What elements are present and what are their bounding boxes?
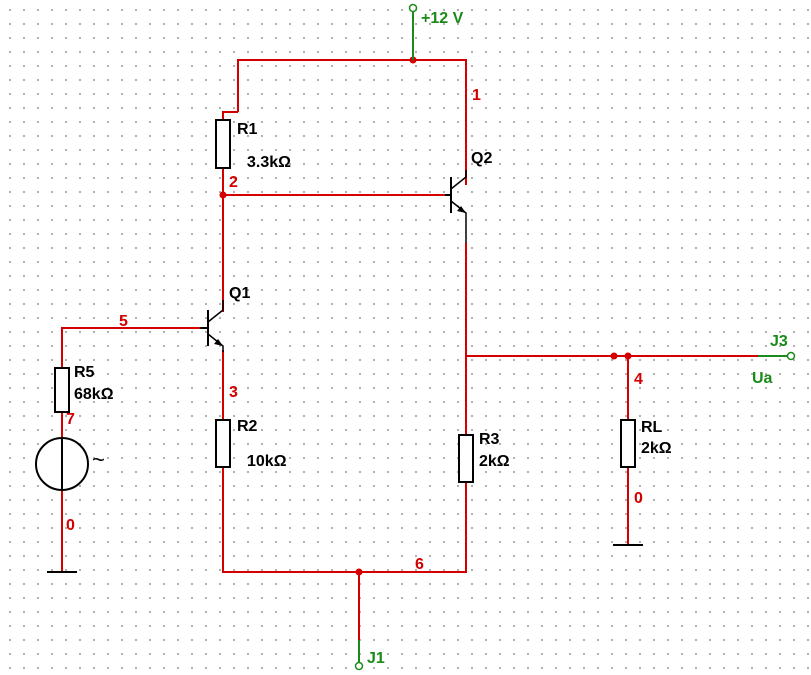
- resistor-r5-body: [54, 367, 70, 413]
- r3-value: 2kΩ: [479, 453, 510, 470]
- r1-value: 3.3kΩ: [247, 154, 291, 171]
- q2-emitter-arrow-icon: [457, 206, 466, 213]
- node-label-0-source: 0: [66, 517, 75, 534]
- supply-label: +12 V: [421, 10, 464, 27]
- wire-supply-rail: [237, 59, 467, 185]
- node-label-6: 6: [415, 556, 424, 573]
- wire-r1-top: [222, 111, 238, 120]
- q1-emitter-arrow-icon: [214, 339, 223, 346]
- j3-label: J3: [770, 333, 788, 350]
- q2-emitter: [450, 200, 467, 243]
- q2-collector: [450, 170, 467, 190]
- j1-label: J1: [367, 650, 385, 667]
- transistor-q2: Q2: [445, 150, 492, 243]
- wire-node-6: [222, 467, 467, 573]
- resistor-r1-body: [215, 119, 231, 169]
- terminal-j3: J3 Ua: [752, 333, 796, 387]
- node-label-5: 5: [119, 313, 128, 330]
- q2-name: Q2: [471, 150, 492, 167]
- resistor-rl-body: [620, 419, 636, 468]
- junction-output-a: [610, 352, 618, 360]
- q1-name: Q1: [229, 285, 250, 302]
- r3-name: R3: [479, 431, 500, 448]
- r5-name: R5: [74, 364, 95, 381]
- resistor-r3-body: [458, 434, 474, 483]
- node-labels: 1 2 3 4 5 6 7 0 0: [66, 87, 643, 573]
- node-label-1: 1: [472, 87, 481, 104]
- node-label-4: 4: [634, 371, 643, 388]
- resistor-r5: R5 68kΩ: [54, 364, 114, 413]
- source-symbol: ~: [92, 447, 105, 472]
- supply-terminal: +12 V: [408, 3, 464, 60]
- terminal-j1: J1: [354, 640, 385, 671]
- resistor-rl: RL 2kΩ: [620, 419, 672, 468]
- wires: [61, 59, 758, 640]
- supply-pin-icon: [408, 3, 418, 13]
- r2-name: R2: [237, 418, 258, 435]
- rl-value: 2kΩ: [641, 440, 672, 457]
- node-label-7: 7: [66, 411, 75, 428]
- resistor-r2: R2 10kΩ: [215, 418, 287, 470]
- node-label-3: 3: [229, 384, 238, 401]
- r5-value: 68kΩ: [74, 386, 114, 403]
- r2-value: 10kΩ: [247, 453, 287, 470]
- ua-label: Ua: [752, 370, 773, 387]
- node-label-2: 2: [229, 174, 238, 191]
- r1-name: R1: [237, 121, 258, 138]
- j3-pin-icon: [786, 351, 796, 361]
- rl-name: RL: [641, 419, 663, 436]
- junctions: [219, 56, 632, 576]
- j1-pin-icon: [354, 661, 364, 671]
- node-label-0-load: 0: [634, 490, 643, 507]
- wire-node-5: [61, 327, 200, 368]
- transistor-q1: Q1: [200, 285, 250, 352]
- junction-node-6: [355, 568, 363, 576]
- resistor-r1: R1 3.3kΩ: [215, 119, 291, 171]
- q1-collector: [207, 300, 224, 323]
- junction-node-2: [219, 191, 227, 199]
- resistor-r3: R3 2kΩ: [458, 431, 510, 483]
- junction-output-b: [624, 352, 632, 360]
- resistor-r2-body: [215, 419, 231, 468]
- ac-voltage-source: ~: [35, 437, 105, 491]
